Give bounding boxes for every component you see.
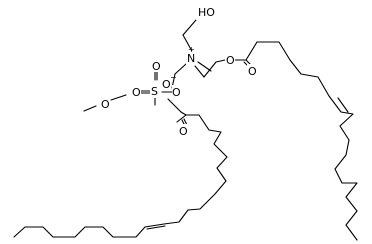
bond <box>180 111 187 116</box>
bond <box>256 41 358 241</box>
sulfonate-oxygen-minus: O <box>162 78 171 91</box>
bond <box>13 114 228 238</box>
sulfonate-oxygen-top: O <box>152 60 161 73</box>
bond <box>146 225 166 230</box>
atom-labels: HO N + O O S O O − O O O O <box>100 5 257 138</box>
nitrogen-label: N <box>187 52 195 65</box>
bond-lines <box>13 19 358 241</box>
bond <box>110 94 127 101</box>
sulfonate-charge: − <box>170 73 177 82</box>
bond <box>194 65 205 78</box>
bond <box>215 59 226 63</box>
bond <box>174 63 187 75</box>
nitrogen-charge: + <box>188 45 195 54</box>
bond <box>167 98 182 113</box>
ester-oxygen-right: O <box>226 54 235 67</box>
carbonyl-oxygen-right: O <box>248 65 257 78</box>
sulfur-label: S <box>151 85 158 98</box>
bond <box>203 61 217 78</box>
carbonyl-oxygen-left: O <box>179 125 188 138</box>
bond <box>245 41 258 61</box>
bond <box>182 34 194 54</box>
bond <box>197 61 212 72</box>
bond <box>337 97 349 113</box>
methoxy-oxygen: O <box>101 98 110 111</box>
sulfonate-oxygen-left: O <box>132 86 141 99</box>
bond <box>182 19 197 36</box>
bond <box>83 105 97 112</box>
hydroxyl-label: HO <box>198 6 215 19</box>
bond <box>176 114 187 123</box>
ester-oxygen-left: O <box>172 86 181 99</box>
